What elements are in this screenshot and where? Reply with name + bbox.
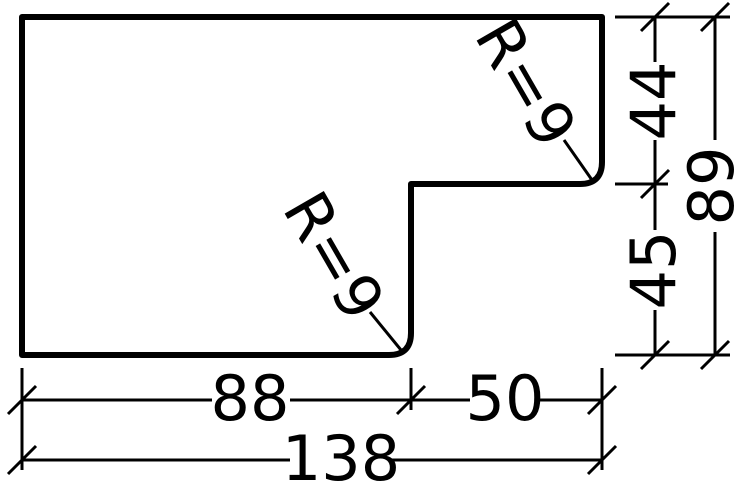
horizontal-extension-lines xyxy=(20,368,604,470)
part-outline xyxy=(19,14,605,358)
vertical-extension-lines xyxy=(615,15,730,357)
dimension-line-89 xyxy=(699,1,731,371)
dimension-label-44: 44 xyxy=(617,62,690,141)
radius-label-upper: R=9 xyxy=(461,6,591,159)
dimension-line-45 xyxy=(639,184,671,371)
dimension-label-88: 88 xyxy=(211,362,290,435)
radius-label-lower: R=9 xyxy=(269,179,399,332)
radius-leader-upper xyxy=(562,139,594,181)
dimension-line-138 xyxy=(6,444,618,476)
dimension-line-50 xyxy=(411,384,618,416)
dimension-label-50: 50 xyxy=(466,362,545,435)
dimension-label-45: 45 xyxy=(617,231,690,310)
dimension-label-89: 89 xyxy=(675,147,748,226)
radius-leader-lower xyxy=(368,311,403,351)
dimension-line-88 xyxy=(6,384,427,416)
dimension-label-138: 138 xyxy=(282,422,400,495)
